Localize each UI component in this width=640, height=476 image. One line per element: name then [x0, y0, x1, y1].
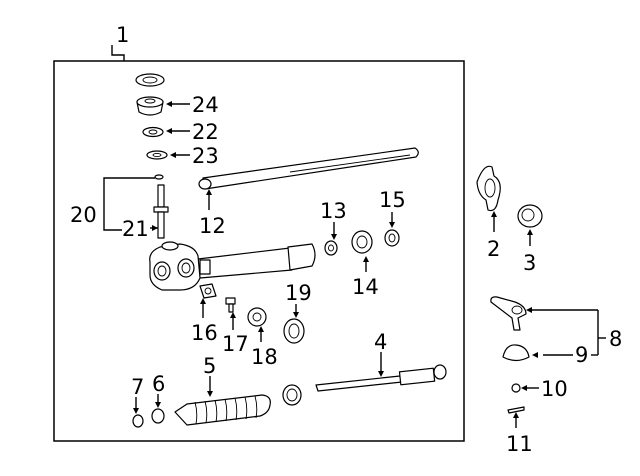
callout-8: 8 — [609, 327, 622, 351]
callout-3: 3 — [523, 251, 536, 275]
part-17-bolt — [225, 297, 236, 313]
part-8-tie-rod-end — [490, 296, 527, 331]
callout-19: 19 — [285, 281, 312, 305]
callout-5: 5 — [203, 354, 216, 378]
callout-10: 10 — [541, 377, 568, 401]
callout-20: 20 — [70, 203, 97, 227]
part-22-washer — [142, 126, 164, 138]
callout-2: 2 — [487, 237, 500, 261]
rack-housing — [149, 241, 316, 291]
part-4-inner-tie-rod — [315, 364, 447, 392]
callout-9: 9 — [575, 343, 588, 367]
part-6-clamp — [151, 408, 165, 424]
callout-22: 22 — [192, 120, 219, 144]
part-13-nut — [324, 240, 338, 256]
part-14-bushing — [351, 230, 373, 254]
callout-23: 23 — [192, 144, 219, 168]
callout-14: 14 — [352, 275, 379, 299]
callout-24: 24 — [192, 93, 219, 117]
callout-17: 17 — [222, 332, 249, 356]
callout-16: 16 — [191, 321, 218, 345]
callout-21: 21 — [122, 217, 149, 241]
part-11-cotter-pin — [507, 406, 525, 414]
part-23-washer — [146, 150, 168, 160]
callout-4: 4 — [374, 330, 387, 354]
part-2-bracket — [476, 165, 501, 212]
assembly-frame — [53, 60, 465, 442]
boot-clamp — [282, 384, 302, 406]
callout-11: 11 — [506, 432, 533, 456]
callout-6: 6 — [152, 372, 165, 396]
callout-13: 13 — [320, 199, 347, 223]
part-18-nut — [247, 307, 267, 327]
callout-15: 15 — [379, 188, 406, 212]
part-19-ring — [283, 318, 305, 344]
part-5-boot — [174, 394, 271, 426]
part-7-clamp — [132, 414, 144, 428]
part-10-nut — [511, 383, 521, 393]
part-15-bushing — [384, 229, 400, 247]
part-21-pinion — [153, 174, 169, 239]
part-3-grommet — [517, 204, 543, 228]
callout-7: 7 — [131, 375, 144, 399]
callout-12: 12 — [199, 214, 226, 238]
part-24-mount — [135, 73, 165, 116]
callout-1: 1 — [116, 23, 129, 47]
part-9-boot — [502, 344, 530, 362]
part-16-plug — [199, 283, 217, 299]
part-12-tube — [198, 147, 419, 190]
callout-18: 18 — [251, 345, 278, 369]
